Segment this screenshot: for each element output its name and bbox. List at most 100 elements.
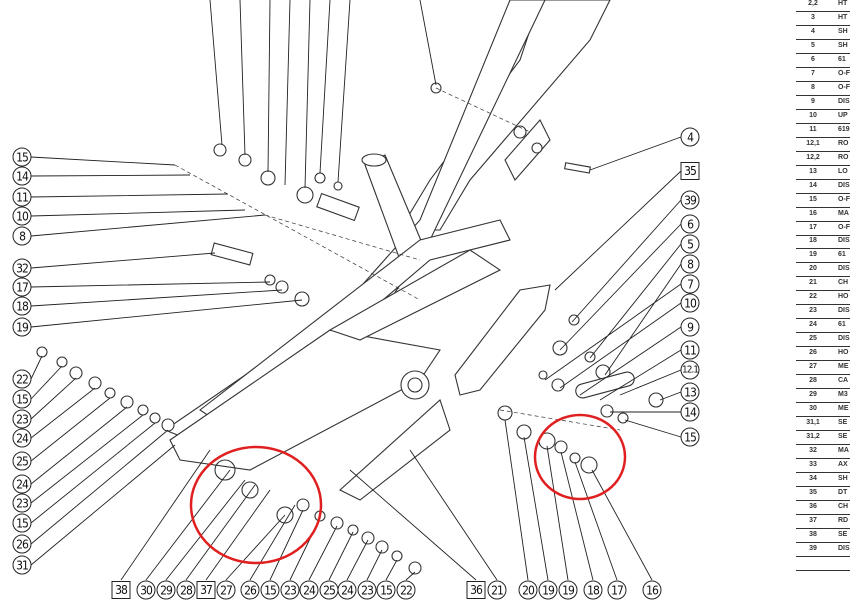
part-number: 33 [809,461,817,468]
part-description: DIS [838,181,850,189]
callout-right: 10 [680,293,700,313]
part-description: O-F [838,195,850,203]
part-description: 619 [838,125,850,133]
part-number: 24 [809,321,817,329]
part-number: 26 [809,349,817,357]
part-description: DIS [838,97,850,105]
part-number: 4 [811,27,815,35]
callout-left: 24 [12,474,32,494]
part-number: 25 [809,335,817,343]
part-description: 61 [838,321,846,329]
part-number: 18 [809,237,817,245]
part-description: DT [838,488,848,496]
callout-left: 14 [12,166,32,186]
part-number: 15 [809,195,817,203]
part-description: HT [838,0,848,7]
table-row: 24 61 [796,319,850,334]
part-description: 61 [838,251,846,259]
callout-right: 12.1 [680,360,700,380]
part-number: 32 [809,447,817,455]
part-number: 7 [811,69,815,77]
part-number: 21 [809,279,817,287]
part-description: SE [838,419,848,427]
upper-guard [504,119,551,181]
part-description: SE [838,530,848,538]
highlight-circle-pivot [533,413,627,501]
callout-right: 9 [680,317,700,337]
part-description: AX [838,461,848,468]
callout-right: 11 [680,340,700,360]
part-number: 27 [809,363,817,371]
callout-left: 32 [12,258,32,278]
part-description: RO [838,153,849,161]
callout-bottom: 18 [583,580,603,600]
part-number: 35 [809,488,817,496]
table-row: 4 SH [796,26,850,40]
callout-bottom: 19 [558,580,578,600]
part-number: 11 [809,125,817,133]
part-description: DIS [838,307,850,315]
part-number: 34 [809,474,817,482]
part-description: HO [838,293,849,301]
callout-bottom: 20 [518,580,538,600]
part-description: RD [838,516,849,524]
callout-left: 25 [12,451,32,471]
part-description: O-F [838,83,850,91]
part-number: 36 [809,502,817,510]
part-number: 31,1 [806,419,820,427]
part-description: O-F [838,223,850,231]
part-number: 28 [809,377,817,385]
callout-bottom: 26 [240,580,260,600]
callout-left: 22 [12,369,32,389]
callout-bottom: 22 [396,580,416,600]
part-description: HT [838,13,848,21]
table-row: 32 MA [796,445,850,460]
callout-bottom: 19 [538,580,558,600]
part-description: MA [838,447,849,455]
callout-right: 15 [680,427,700,447]
part-description: O-F [838,69,850,77]
part-description: RO [838,139,849,147]
part-number: 30 [809,405,817,413]
callout-left: 10 [12,206,32,226]
part-description: M3 [838,391,848,399]
callout-bottom: 28 [176,580,196,600]
table-row: 33 AX [796,459,850,473]
part-number: 31,2 [806,433,820,441]
part-description: SH [838,27,848,35]
callout-right: 35 [680,162,700,180]
callout-right: 39 [680,190,700,210]
part-number: 19 [809,251,817,259]
part-number: 16 [809,209,817,217]
frame-drawing [30,0,682,581]
downtube-guard [454,284,551,396]
table-row: 15 O-F [796,194,850,208]
part-description: DIS [838,265,850,273]
part-number: 3 [811,13,815,21]
callout-bottom: 17 [607,580,627,600]
callout-left: 8 [12,226,32,246]
callout-left: 19 [12,317,32,337]
callout-right: 13 [680,382,700,402]
callout-left: 24 [12,428,32,448]
highlight-circle-dropout [189,445,323,565]
callout-left: 15 [12,513,32,533]
callout-left: 26 [12,534,32,554]
table-row: 7 O-F [796,68,850,82]
